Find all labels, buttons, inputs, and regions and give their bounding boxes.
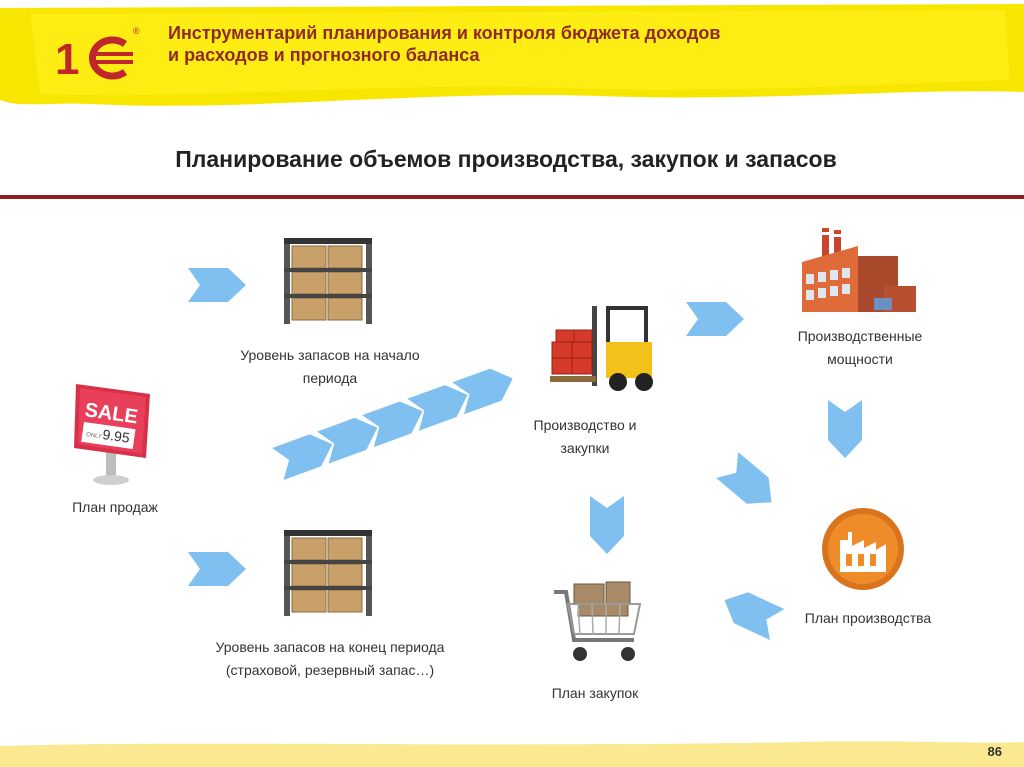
node-purchase-plan: План закупок (551, 685, 639, 701)
node-production-purchases: Производство и закупки (533, 417, 637, 456)
sale-price: 9.95 (102, 426, 131, 446)
sale-price-prefix: ONLY (86, 432, 103, 440)
shopping-cart-icon (548, 578, 648, 670)
slide-title: Планирование объемов производства, закуп… (175, 146, 837, 172)
node-stock-end: Уровень запасов на конец периода (страхо… (215, 639, 445, 678)
arrow-to-purchase-plan (590, 496, 624, 554)
arrow-capacity-down (828, 400, 862, 458)
sale-sign-icon: SALE ONLY 9.95 (70, 380, 160, 490)
svg-text:1: 1 (55, 35, 79, 84)
boxes-rack-icon (280, 526, 376, 618)
footer-band (0, 741, 1024, 767)
arrow-plan-to-purchase (717, 584, 785, 640)
node-stock-start: Уровень запасов на начало периода (240, 347, 420, 386)
header-title: Инструментарий планирования и контроля б… (168, 23, 721, 65)
boxes-rack-icon (280, 234, 376, 326)
header-band (0, 4, 1024, 106)
arrow-to-capacity (686, 302, 744, 336)
node-sales-plan: План продаж (72, 499, 158, 515)
page-number: 86 (987, 744, 1002, 759)
1c-logo: 1 (55, 32, 155, 84)
title-rule (0, 195, 1024, 199)
node-capacity: Производственные мощности (797, 328, 923, 367)
arrow-to-stock-start (188, 268, 246, 302)
production-plan-icon (820, 506, 906, 592)
factory-icon (798, 226, 920, 318)
registered-mark: ® (133, 26, 140, 36)
forklift-icon (548, 302, 658, 398)
arrow-to-production-plan (716, 452, 783, 516)
node-production-plan: План производства (804, 610, 932, 626)
arrow-to-stock-end (188, 552, 246, 586)
